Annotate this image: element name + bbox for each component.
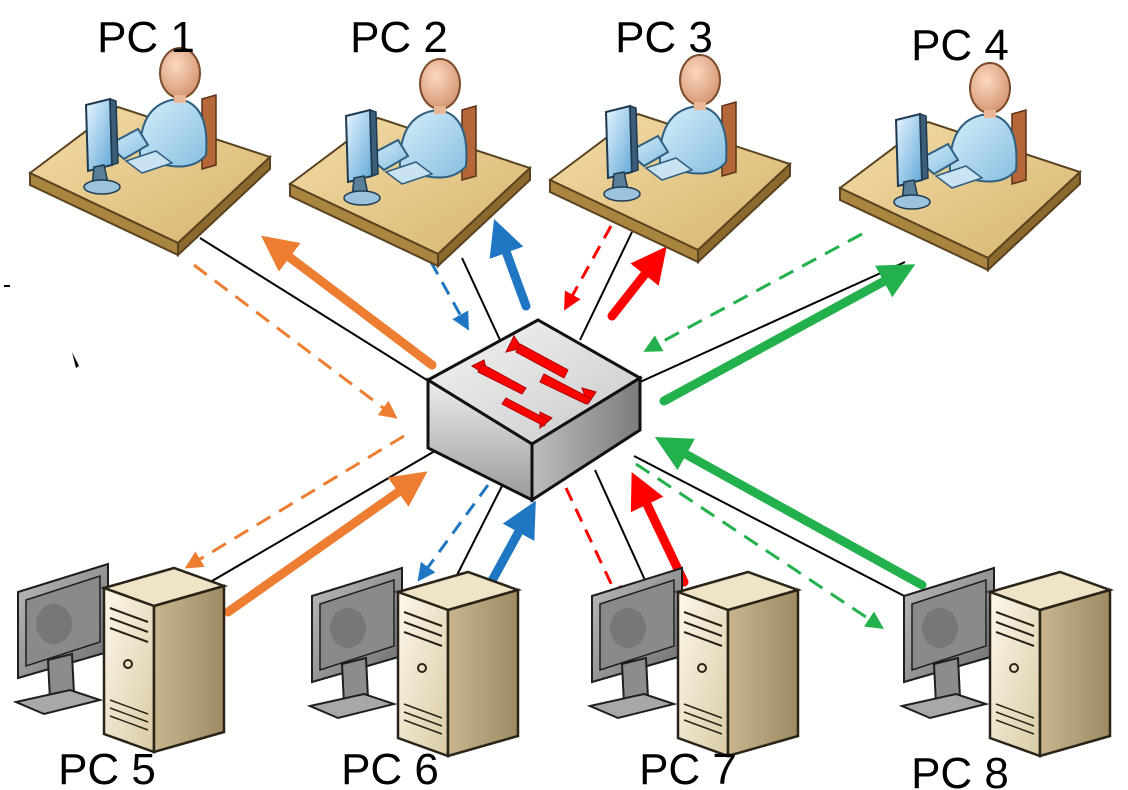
pc7-label: PC 7: [639, 745, 737, 790]
flow-arrow-switch-to-pc5: [184, 434, 405, 569]
pc3-label: PC 3: [615, 13, 713, 62]
pc5-label: PC 5: [58, 745, 156, 790]
pc1-label: PC 1: [97, 13, 195, 62]
cable-pc4: [639, 261, 906, 383]
network-switch: [425, 318, 643, 503]
flow-arrow-pc3-to-switch: [564, 225, 613, 311]
cable-links: [199, 231, 913, 601]
flow-arrow-pc6-to-switch: [483, 500, 536, 593]
cable-pc8: [633, 455, 913, 601]
cable-pc6: [451, 479, 506, 586]
pc6-label: PC 6: [341, 745, 439, 790]
pc1-workstation-user-icon: [29, 47, 271, 256]
flow-arrow-pc4-to-switch: [643, 232, 863, 352]
flow-arrow-switch-to-pc4: [659, 264, 916, 406]
pc6-desktop-computer-icon: [308, 566, 520, 758]
flow-arrow-pc5-to-switch: [223, 471, 428, 617]
flow-arrow-pc1-to-switch: [193, 263, 398, 419]
pc2-label: PC 2: [350, 13, 448, 62]
pc8-label: PC 8: [911, 749, 1009, 790]
pc7-desktop-computer-icon: [588, 566, 800, 758]
stray-marks: [4, 285, 79, 368]
flow-arrow-pc8-to-switch: [654, 437, 927, 590]
switch-arrows-icon: [470, 335, 597, 430]
flow-arrow-switch-to-pc2: [489, 218, 531, 311]
pc4-workstation-user-icon: [839, 62, 1081, 271]
traffic-flows: [184, 218, 927, 629]
pc5-desktop-computer-icon: [14, 562, 226, 754]
flow-arrow-switch-to-pc8: [635, 462, 884, 629]
flow-arrow-switch-to-pc6: [417, 484, 490, 582]
pc3-workstation-user-icon: [549, 54, 791, 263]
pc2-workstation-user-icon: [289, 58, 531, 267]
cable-pc5: [199, 447, 441, 589]
flow-arrow-switch-to-pc7: [564, 487, 622, 606]
flow-arrow-switch-to-pc1: [261, 235, 437, 370]
cable-pc1: [199, 237, 431, 383]
cable-pc3: [579, 231, 633, 341]
flow-arrow-switch-to-pc3: [607, 246, 667, 321]
flow-arrow-pc7-to-switch: [630, 471, 689, 587]
flow-arrow-pc2-to-switch: [429, 261, 469, 331]
pc8-desktop-computer-icon: [900, 566, 1112, 758]
pc4-label: PC 4: [911, 21, 1009, 70]
cable-pc2: [461, 257, 501, 341]
cable-pc7: [594, 469, 655, 601]
